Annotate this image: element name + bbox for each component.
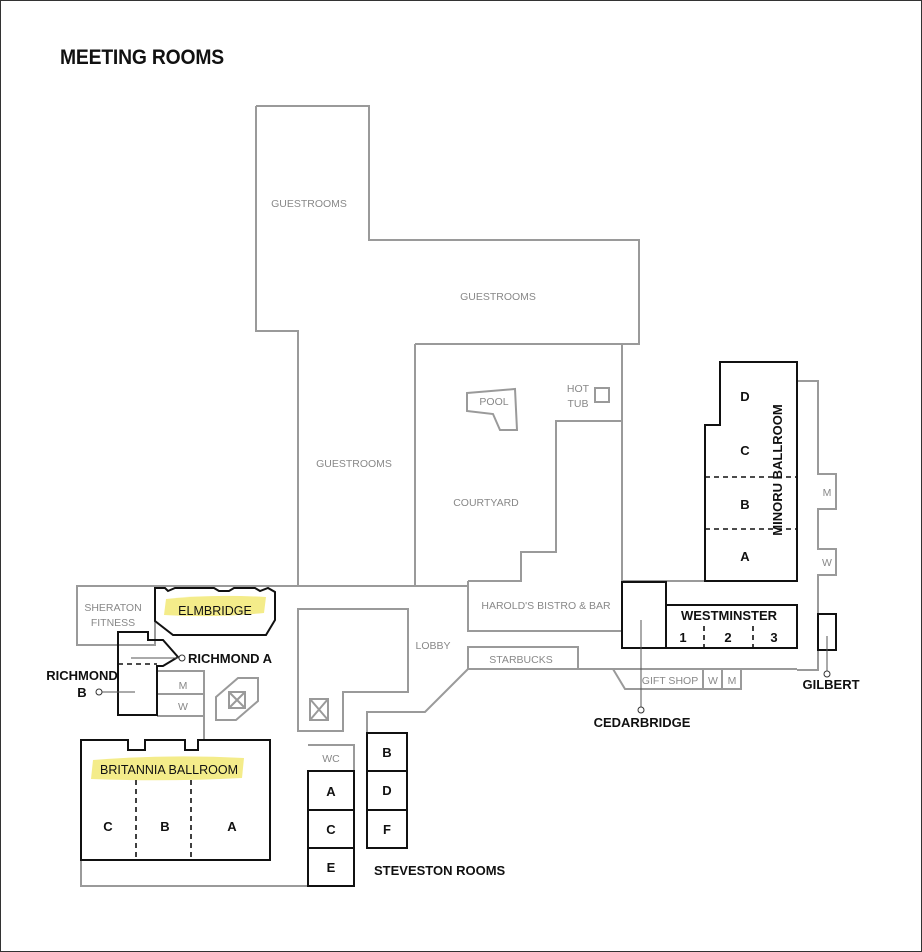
richmond-b-label-letter: B	[77, 685, 86, 700]
westminster-section-1[interactable]: 1	[679, 630, 686, 645]
gift-shop-label: GIFT SHOP	[642, 675, 698, 687]
britannia-section-a[interactable]: A	[227, 819, 237, 834]
page-title: MEETING ROOMS	[60, 46, 224, 69]
meeting-rooms-outline	[80, 361, 837, 887]
restroom-m-label: M	[728, 675, 737, 687]
steveston-room-c[interactable]: C	[326, 822, 336, 837]
building-outline	[76, 105, 837, 887]
britannia-section-b[interactable]: B	[160, 819, 169, 834]
cedarbridge-label[interactable]: CEDARBRIDGE	[594, 715, 691, 730]
britannia-section-c[interactable]: C	[103, 819, 113, 834]
westminster-section-2[interactable]: 2	[724, 630, 731, 645]
elmbridge-label[interactable]: ELMBRIDGE	[178, 604, 252, 618]
hot-label: HOT	[567, 383, 590, 395]
minoru-section-d[interactable]: D	[740, 389, 749, 404]
tub-label: TUB	[568, 398, 589, 410]
restroom-w-label: W	[708, 675, 718, 687]
guestrooms-mid-label: GUESTROOMS	[460, 291, 536, 303]
steveston-room-a[interactable]: A	[326, 784, 336, 799]
westminster-label[interactable]: WESTMINSTER	[681, 608, 778, 623]
pool-label: POOL	[479, 396, 508, 408]
guestrooms-left-label: GUESTROOMS	[316, 458, 392, 470]
sheraton-label: SHERATON	[84, 602, 141, 614]
guestrooms-top-label: GUESTROOMS	[271, 198, 347, 210]
britannia-highlight	[91, 756, 244, 781]
leader-lines	[95, 620, 831, 714]
richmond-b-label[interactable]: RICHMOND	[46, 668, 118, 683]
steveston-room-f[interactable]: F	[383, 822, 391, 837]
steveston-rooms-label[interactable]: STEVESTON ROOMS	[374, 863, 506, 878]
starbucks-label: STARBUCKS	[489, 654, 552, 666]
minoru-ballroom-label[interactable]: MINORU BALLROOM	[770, 404, 785, 535]
minoru-section-b[interactable]: B	[740, 497, 749, 512]
richmond-a-marker	[178, 654, 186, 662]
wc-label: WC	[322, 753, 340, 765]
steveston-room-e[interactable]: E	[327, 860, 336, 875]
gilbert-label[interactable]: GILBERT	[802, 677, 859, 692]
restroom-w-label: W	[822, 557, 832, 569]
steveston-room-b[interactable]: B	[382, 745, 391, 760]
fitness-label: FITNESS	[91, 617, 135, 629]
bistro-label: HAROLD'S BISTRO & BAR	[481, 600, 611, 612]
gilbert-marker	[823, 670, 831, 678]
steveston-room-d[interactable]: D	[382, 783, 391, 798]
minoru-section-c[interactable]: C	[740, 443, 750, 458]
britannia-ballroom-label[interactable]: BRITANNIA BALLROOM	[100, 763, 238, 777]
minoru-section-a[interactable]: A	[740, 549, 750, 564]
westminster-section-3[interactable]: 3	[770, 630, 777, 645]
restroom-m-label: M	[179, 680, 188, 692]
restroom-m-label: M	[823, 487, 832, 499]
richmond-b-marker	[95, 688, 103, 696]
courtyard-label: COURTYARD	[453, 497, 519, 509]
lobby-label: LOBBY	[415, 640, 450, 652]
restroom-w-label: W	[178, 701, 188, 713]
elmbridge-highlight	[164, 595, 266, 617]
cedarbridge-marker	[637, 706, 645, 714]
richmond-a-label[interactable]: RICHMOND A	[188, 651, 273, 666]
